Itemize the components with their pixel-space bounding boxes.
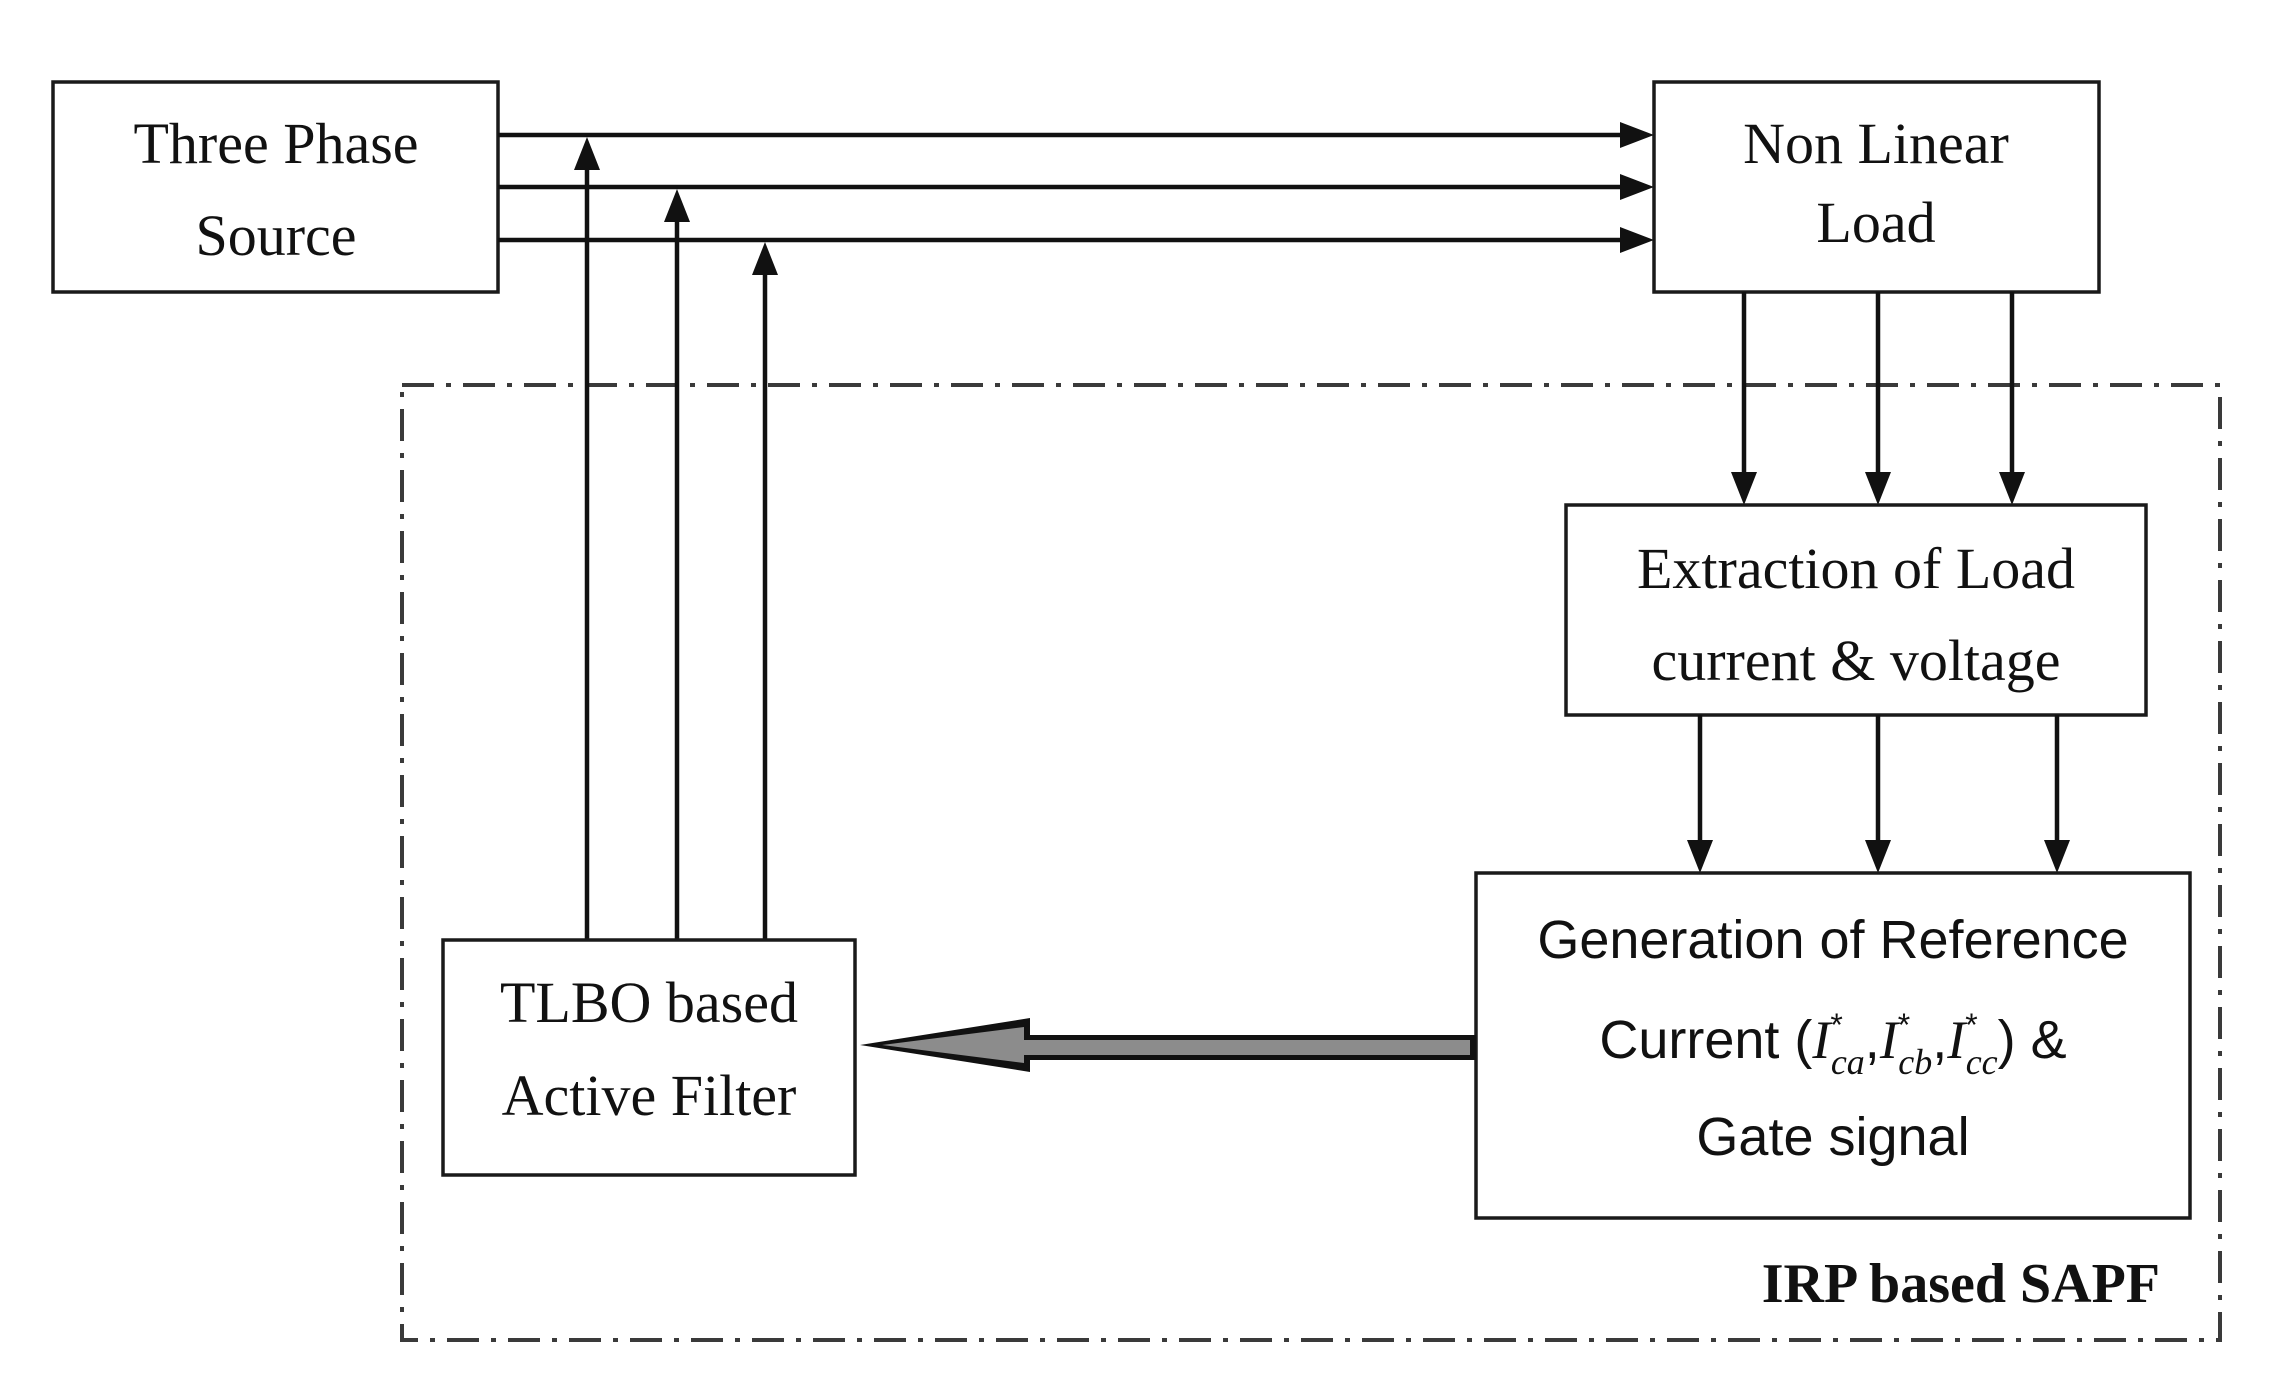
extraction-block: Extraction of Load current & voltage [1564,503,2148,717]
reference-current-c-star: * [1965,1007,1977,1043]
signal-line-a-arrowhead [1687,840,1713,873]
reference-current-b-symbol: I [1879,1010,1901,1070]
separator-1: , [1865,1010,1880,1070]
source-label-line2: Source [195,203,356,268]
non-linear-load-block: Non Linear Load [1652,80,2101,294]
signal-line-b-arrowhead [1865,840,1891,873]
load-label-line2: Load [1816,190,1935,255]
reference-current-c-subscript: cc [1966,1042,1998,1082]
reference-current-a-subscript: ca [1831,1042,1865,1082]
extraction-label-line2: current & voltage [1651,628,2060,693]
signal-line-c-arrowhead [2044,840,2070,873]
compensation-line-a-arrowhead [574,137,600,170]
phase-line-c-arrowhead [1620,227,1654,253]
phase-line-a-arrowhead [1620,122,1654,148]
reference-current-a-star: * [1830,1007,1842,1043]
source-label-line1: Three Phase [133,111,418,176]
extraction-to-generation-lines [1687,715,2070,873]
active-filter-block: TLBO based Active Filter [441,938,857,1177]
phase-line-b-arrowhead [1620,174,1654,200]
load-label-line1: Non Linear [1743,111,2009,176]
load-measure-line-c-arrowhead [1999,472,2025,505]
sapf-group-label: IRP based SAPF [1762,1253,2160,1315]
phase-lines [498,122,1654,253]
sapf-group-boundary [400,383,2222,1342]
extraction-label-line1: Extraction of Load [1637,536,2075,601]
reference-current-a-symbol: I [1811,1010,1833,1070]
reference-current-b-star: * [1898,1007,1910,1043]
compensation-line-b-arrowhead [664,189,690,222]
compensation-lines [574,137,778,940]
reference-current-b-subscript: cb [1898,1042,1932,1082]
separator-2: , [1932,1010,1947,1070]
generation-label-line3: Gate signal [1696,1107,1969,1167]
load-measure-line-a-arrowhead [1731,472,1757,505]
generation-label-line2: Current (I*ca,I*cb,I*cc) & [1599,1007,2066,1082]
reference-current-c-symbol: I [1946,1010,1968,1070]
generation-label-line1: Generation of Reference [1537,910,2128,970]
filter-label-line2: Active Filter [502,1063,797,1128]
gate-signal-arrow [860,1018,1476,1072]
load-measure-line-b-arrowhead [1865,472,1891,505]
filter-label-line1: TLBO based [500,970,798,1035]
three-phase-source-block: Three Phase Source [51,80,500,294]
generation-block: Generation of Reference Current (I*ca,I*… [1474,871,2192,1220]
generation-prefix: Current ( [1599,1010,1812,1070]
compensation-line-c-arrowhead [752,242,778,275]
generation-suffix: ) & [1998,1010,2067,1070]
gate-signal-arrow-fill [882,1027,1470,1063]
load-to-extraction-lines [1731,292,2025,505]
